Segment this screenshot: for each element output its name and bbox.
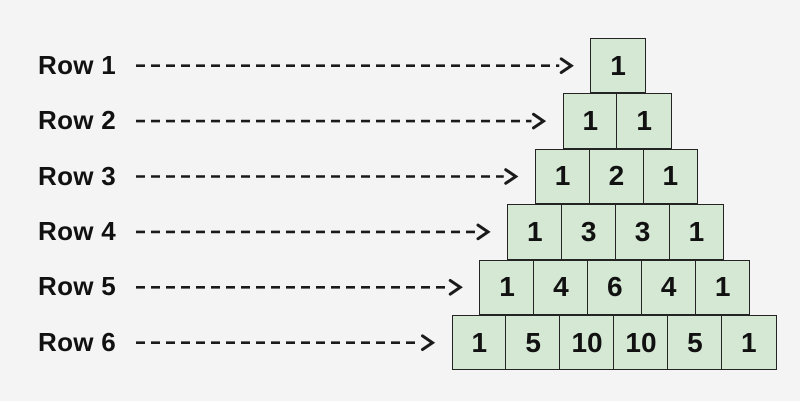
cell-value: 1 [740,326,757,358]
row-arrow-5 [136,279,463,296]
cell-r4-c3: 3 [614,204,671,260]
row-label-4: Row 4 [38,215,117,246]
cell-r6-c1: 1 [451,315,507,371]
row-arrow-1 [136,57,574,74]
row-arrow-3 [136,168,519,185]
row-label-3: Row 3 [38,160,117,191]
cell-value: 1 [636,105,652,137]
arrow-head-icon [448,279,463,296]
cell-value: 1 [688,215,705,247]
cell-r3-c2: 2 [588,148,645,205]
row-label-5: Row 5 [38,271,117,302]
cell-r5-c2: 4 [533,259,589,315]
arrow-head-icon [559,57,574,74]
cell-r5-c4: 4 [640,259,697,315]
pyramid-row-1: 1 [590,38,646,94]
cell-r6-c3: 10 [559,315,615,371]
cell-r5-c5: 1 [694,259,751,315]
pyramid-row-3: 1 2 1 [534,148,699,205]
cell-r4-c1: 1 [507,204,563,260]
cell-value: 6 [607,271,623,303]
row-label-1: Row 1 [38,49,117,80]
cell-r3-c1: 1 [534,148,591,205]
cell-value: 1 [714,271,731,303]
cell-r5-c3: 6 [587,259,643,315]
cell-value: 5 [525,326,541,358]
arrow-head-icon [532,112,547,130]
row-arrow-6 [136,334,436,351]
cell-r2-c2: 1 [616,93,672,149]
cell-value: 4 [660,271,677,303]
arrow-head-icon [421,334,436,351]
cell-value: 1 [526,215,543,247]
row-arrow-2 [136,112,547,130]
cell-value: 3 [634,215,651,247]
arrow-head-icon [504,168,519,185]
arrow-head-icon [476,223,491,241]
cell-value: 4 [553,271,569,303]
cell-value: 10 [571,326,603,358]
cell-value: 1 [554,160,571,192]
row-label-2: Row 2 [38,104,117,135]
pyramid-row-5: 1 4 6 4 1 [479,259,751,315]
cell-r6-c2: 5 [505,315,561,371]
cell-r6-c6: 1 [721,315,777,371]
cell-r2-c1: 1 [562,93,618,149]
cell-value: 3 [580,215,597,247]
cell-r1-c1: 1 [590,38,646,94]
cell-r3-c3: 1 [642,148,699,205]
cell-r5-c1: 1 [479,259,535,315]
cell-value: 2 [608,160,625,192]
pyramid-row-4: 1 3 3 1 [507,204,725,260]
cell-value: 1 [499,271,515,303]
cell-value: 1 [662,160,679,192]
cell-r4-c4: 1 [668,204,725,260]
cell-value: 5 [687,326,703,358]
cell-r6-c4: 10 [613,315,669,371]
cell-value: 1 [582,105,599,137]
cell-value: 1 [610,49,626,81]
cell-r4-c2: 3 [560,204,617,260]
row-label-6: Row 6 [38,326,117,357]
cell-value: 10 [625,326,657,358]
cell-value: 1 [471,326,488,358]
pyramid-row-6: 1 5 10 10 5 1 [451,315,777,371]
cell-r6-c5: 5 [667,315,723,371]
row-arrow-4 [136,223,491,241]
